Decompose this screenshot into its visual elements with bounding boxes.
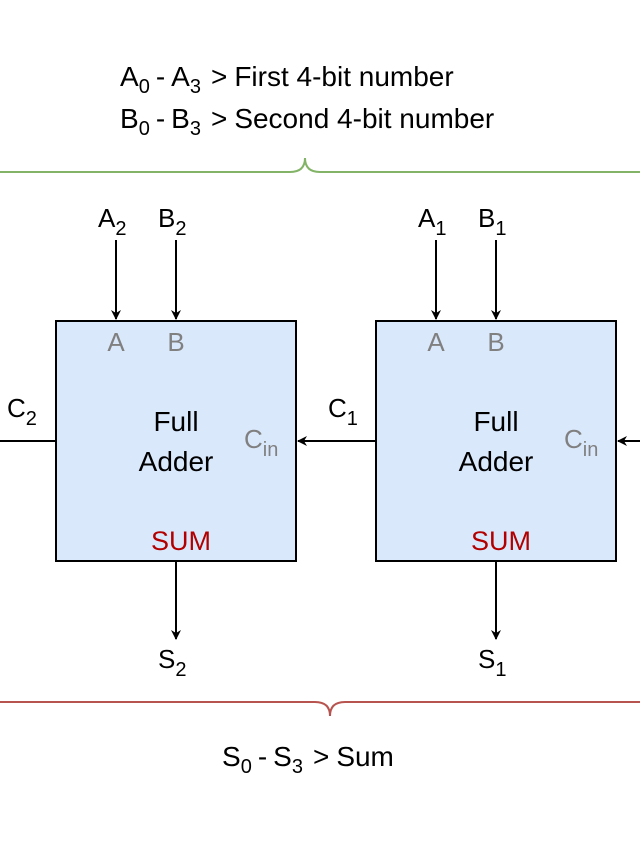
port-cin-label: Cin: [244, 424, 278, 461]
carry-out-label: C2: [7, 393, 37, 430]
sum-brace: [0, 701, 640, 717]
port-a-label: A: [107, 327, 125, 357]
input-a-label: A2: [98, 203, 126, 240]
output-s-label: S1: [478, 644, 506, 681]
input-a-label: A1: [418, 203, 446, 240]
port-cin-label: Cin: [564, 424, 598, 461]
adder-title-line-1: Full: [473, 406, 518, 437]
input-b-label: B2: [158, 203, 186, 240]
full-adder-bit-1: A1 B1 A B Full Adder Cin SUM S1 C1: [297, 203, 640, 681]
legend-line-b: B0-B3>Second 4-bit number: [120, 103, 494, 140]
port-b-label: B: [167, 327, 184, 357]
input-brace: [0, 157, 640, 173]
output-s-label: S2: [158, 644, 186, 681]
adder-title-line-2: Adder: [139, 446, 214, 477]
carry-out-label: C1: [328, 393, 358, 430]
sum-note: S0-S3>Sum: [222, 741, 394, 778]
adder-box: [375, 320, 617, 562]
adder-title-line-1: Full: [153, 406, 198, 437]
input-b-label: B1: [478, 203, 506, 240]
full-adder-bit-2: A2 B2 A B Full Adder Cin SUM S2 C2: [0, 203, 297, 681]
port-sum-label: SUM: [471, 526, 531, 556]
adder-title-line-2: Adder: [459, 446, 534, 477]
legend-line-a: A0-A3>First 4-bit number: [120, 61, 454, 98]
port-a-label: A: [427, 327, 445, 357]
port-sum-label: SUM: [151, 526, 211, 556]
port-b-label: B: [487, 327, 504, 357]
